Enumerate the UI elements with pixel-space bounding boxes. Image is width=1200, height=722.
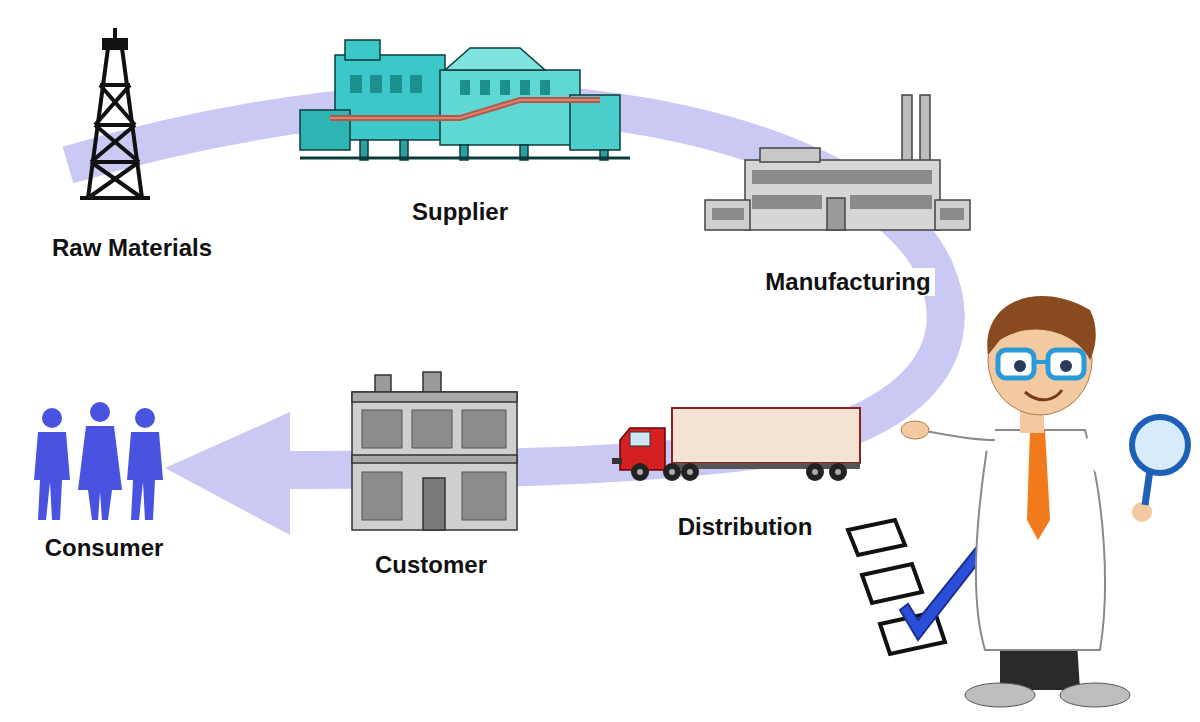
- supplier-plant: [300, 40, 630, 160]
- scientist-figure: [901, 296, 1188, 707]
- stage-label: Supplier: [408, 198, 512, 226]
- checklist: [848, 520, 945, 654]
- delivery-truck: [612, 408, 860, 481]
- customer-building: [352, 372, 517, 530]
- stage-label: Raw Materials: [48, 234, 216, 262]
- consumer-figures: [34, 402, 163, 520]
- stage-label: Consumer: [41, 534, 168, 562]
- stage-label: Distribution: [674, 513, 817, 541]
- flow-arrowhead: [165, 412, 290, 535]
- stage-label: Customer: [371, 551, 491, 579]
- factory-building: [705, 95, 970, 230]
- oil-derrick: [80, 28, 150, 198]
- stage-label: Manufacturing: [761, 268, 934, 296]
